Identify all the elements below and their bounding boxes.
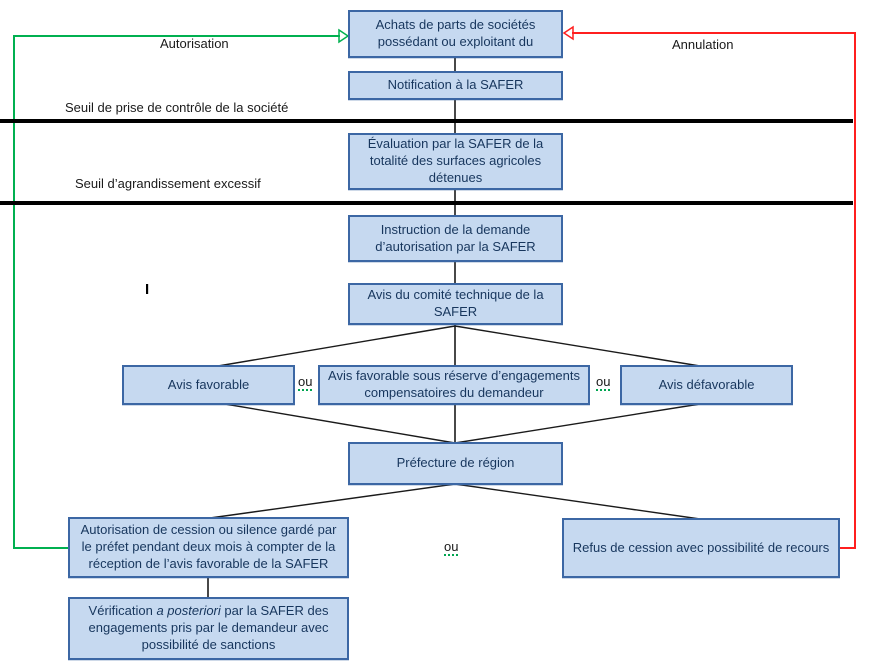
ou-separator-1: ou <box>298 374 313 392</box>
autorisation-arrow <box>13 28 350 549</box>
verification-italic-segment: a posteriori <box>156 603 221 619</box>
node-autorisation-cession-label: Autorisation de cession ou silence gardé… <box>80 522 337 571</box>
diagonal-connectors-decisions <box>209 483 701 520</box>
annulation-edge-label: Annulation <box>672 37 734 52</box>
node-verification-posteriori: Vérification a posteriori par la SAFER d… <box>68 597 349 660</box>
node-notification-safer: Notification à la SAFER <box>348 71 563 100</box>
seuil-agrandissement-label: Seuil d’agrandissement excessif <box>75 176 261 191</box>
seuil-controle-label: Seuil de prise de contrôle de la société <box>65 100 289 115</box>
ou-separator-2: ou <box>596 374 611 392</box>
node-prefecture-region-label: Préfecture de région <box>396 455 515 471</box>
stray-text-mark: I <box>145 281 150 298</box>
diagonal-connectors-prefecture <box>224 403 701 444</box>
node-evaluation-surfaces-label: Évaluation par la SAFER de la totalité d… <box>367 136 544 185</box>
node-avis-defavorable: Avis défavorable <box>620 365 793 405</box>
node-avis-comite-technique-label: Avis du comité technique de la SAFER <box>367 287 544 319</box>
node-notification-safer-label: Notification à la SAFER <box>387 77 524 93</box>
node-avis-favorable: Avis favorable <box>122 365 295 405</box>
threshold-lines <box>0 119 853 205</box>
verification-suffix: par la SAFER des engagements pris par le… <box>88 603 329 652</box>
node-achats-parts: Achats de parts de sociétés possédant ou… <box>348 10 563 58</box>
node-avis-defavorable-label: Avis défavorable <box>658 376 755 392</box>
node-verification-posteriori-label: Vérification a posteriori par la SAFER d… <box>78 603 339 654</box>
node-refus-cession-label: Refus de cession avec possibilité de rec… <box>572 539 830 555</box>
ou-separator-3: ou <box>444 539 459 557</box>
node-prefecture-region: Préfecture de région <box>348 442 563 485</box>
annulation-arrow <box>562 25 856 549</box>
node-evaluation-surfaces: Évaluation par la SAFER de la totalité d… <box>348 133 563 190</box>
node-instruction-demande-label: Instruction de la demande d’autorisation… <box>375 221 536 254</box>
node-refus-cession: Refus de cession avec possibilité de rec… <box>562 518 840 578</box>
node-achats-parts-label: Achats de parts de sociétés possédant ou… <box>375 17 536 49</box>
verification-prefix: Vérification <box>88 603 157 619</box>
node-avis-favorable-reserve-label: Avis favorable sous réserve d’engagement… <box>328 368 580 400</box>
node-instruction-demande: Instruction de la demande d’autorisation… <box>348 215 563 262</box>
node-avis-comite-technique: Avis du comité technique de la SAFER <box>348 283 563 325</box>
node-autorisation-cession: Autorisation de cession ou silence gardé… <box>68 517 349 578</box>
node-avis-favorable-label: Avis favorable <box>167 376 250 392</box>
autorisation-edge-label: Autorisation <box>160 36 229 51</box>
node-avis-favorable-reserve: Avis favorable sous réserve d’engagement… <box>318 365 590 405</box>
diagonal-connectors-avis <box>217 325 701 367</box>
